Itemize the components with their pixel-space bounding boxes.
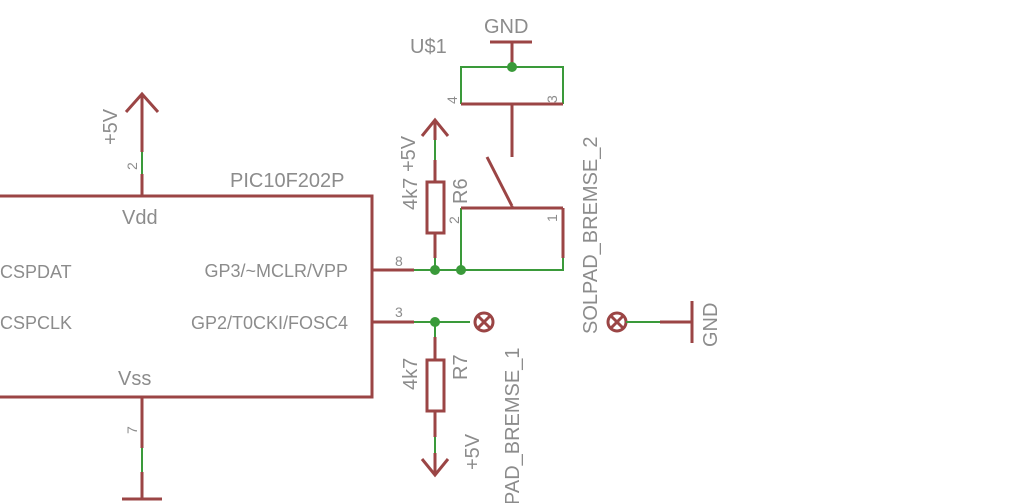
resistor-body: [425, 358, 446, 413]
supply-vdd-label: +5V: [100, 108, 122, 145]
ic-pin-gp2-label: GP2/T0CKI/FOSC4: [191, 313, 348, 333]
ic-pin-gp2: 3: [372, 304, 414, 324]
solder-pad-icon: [473, 311, 495, 333]
supply-plus5v-vdd[interactable]: +5V: [100, 91, 160, 145]
switch-u1[interactable]: U$1 GND 4 3 1: [410, 16, 565, 258]
ic-pin-gp3: 8: [372, 253, 414, 272]
net-gp3: [414, 208, 564, 275]
switch-pin3-number: 3: [544, 95, 560, 103]
junction-dot: [430, 317, 440, 327]
r6-value-label: 4k7: [400, 178, 422, 210]
r7-value-label: 4k7: [400, 358, 422, 390]
supply-arrow-icon: [420, 458, 450, 478]
gnd-right-label: GND: [700, 303, 722, 347]
switch-contact: [485, 156, 514, 207]
switch-name-label: U$1: [410, 36, 447, 58]
solder-pad-bremse-2[interactable]: SOLPAD_BREMSE_2 GND: [580, 137, 722, 348]
ic-pin-icspdat-label: CSPDAT: [0, 262, 72, 282]
resistor-body: [425, 180, 446, 235]
ic-pin-vss: 7: [122, 397, 162, 501]
ic-pin-vss-label: Vss: [118, 368, 151, 390]
ic-pin-vdd: 2: [124, 94, 144, 196]
r6-pin-number: 2: [446, 216, 462, 224]
resistor-r7[interactable]: 4k7 R7 +5V: [400, 337, 484, 478]
switch-pin1-number: 1: [544, 214, 560, 222]
r6-supply-label: +5V: [398, 135, 420, 172]
ic-pin-gp2-number: 3: [395, 304, 403, 320]
junction-dot: [430, 265, 440, 275]
ic-pin-gp3-label: GP3/~MCLR/VPP: [204, 261, 348, 281]
net-gp2: [414, 317, 470, 337]
ic-pin-gp3-number: 8: [395, 253, 403, 269]
pad1-label: PAD_BREMSE_1: [502, 348, 524, 503]
ic-pin-vdd-label: Vdd: [122, 207, 158, 229]
ic-name-label: PIC10F202P: [230, 170, 345, 192]
r7-name-label: R7: [450, 354, 472, 380]
supply-arrow-icon: [420, 117, 450, 137]
switch-pin4-number: 4: [444, 96, 460, 104]
solder-pad-bremse-1[interactable]: PAD_BREMSE_1: [473, 311, 524, 503]
supply-arrow-icon: [124, 91, 160, 113]
r7-supply-label: +5V: [462, 433, 484, 470]
ic-pic10f202p[interactable]: PIC10F202P Vdd Vss CSPDAT CSPCLK GP3/~MC…: [0, 170, 374, 399]
gnd-top-label: GND: [484, 16, 528, 38]
ic-body: [0, 194, 374, 399]
ic-pin-vdd-number: 2: [124, 162, 140, 170]
resistor-r6[interactable]: 4k7 +5V R6 2: [398, 117, 472, 258]
ic-pin-vss-number: 7: [124, 426, 140, 434]
pad2-label: SOLPAD_BREMSE_2: [580, 137, 602, 335]
junction-dot: [456, 265, 466, 275]
junction-dot: [507, 62, 517, 72]
r6-name-label: R6: [450, 178, 472, 204]
ic-pin-icspclk-label: CSPCLK: [0, 313, 72, 333]
